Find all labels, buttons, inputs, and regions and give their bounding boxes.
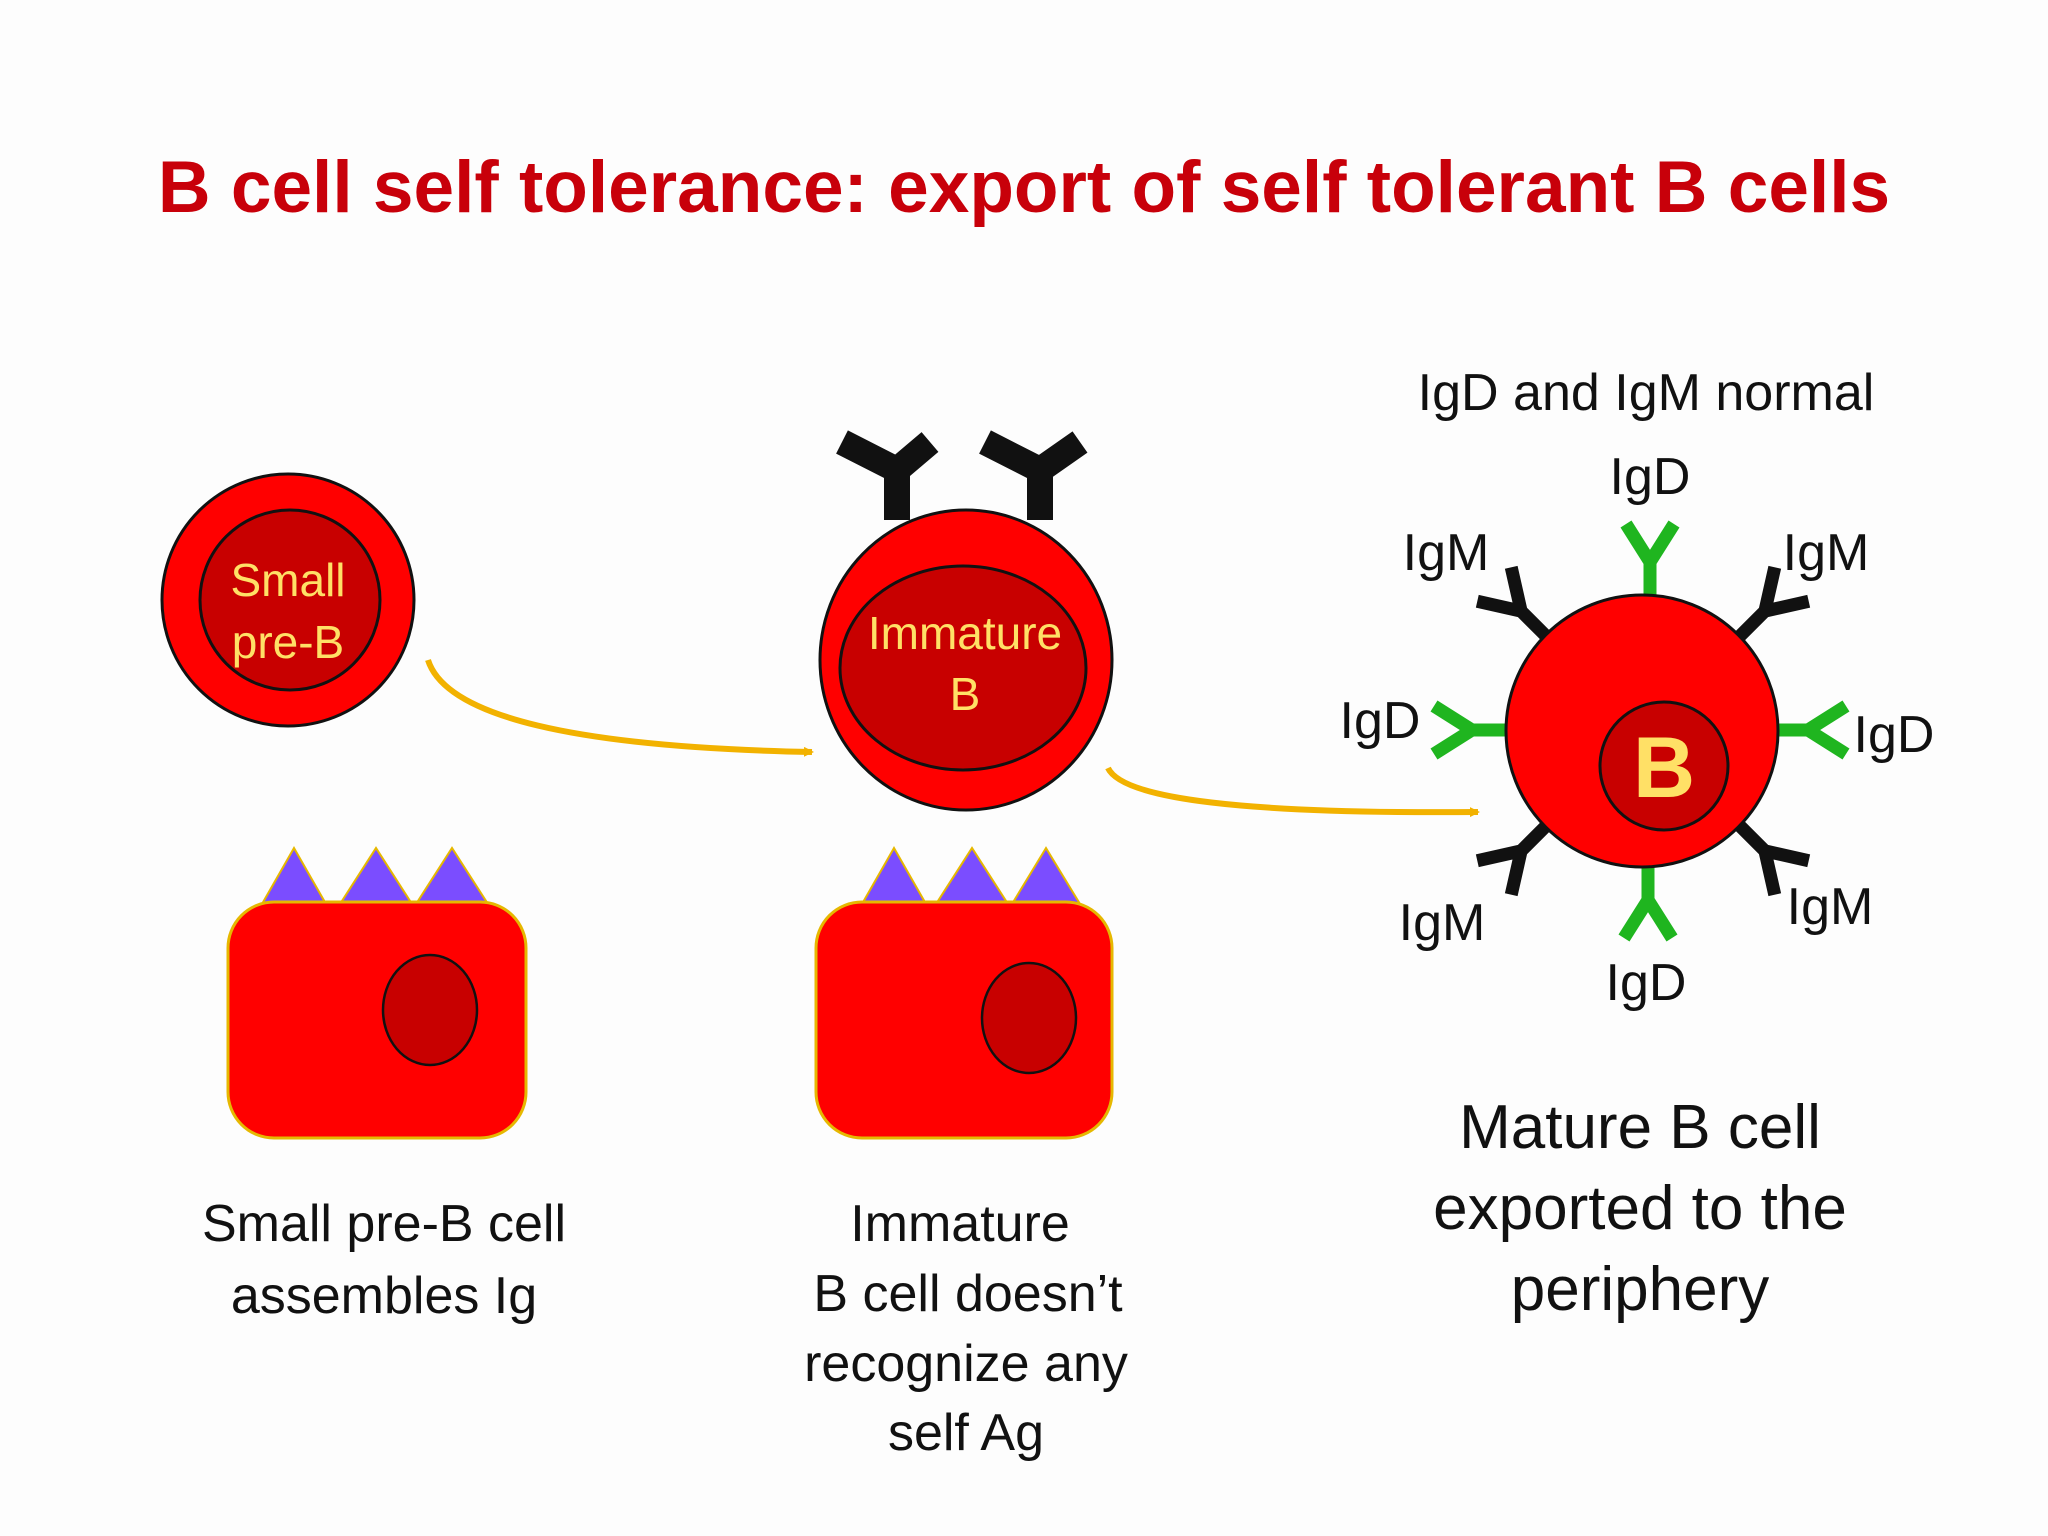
- self-antigen-cell-2: [814, 845, 1114, 1140]
- arrow-to-mature-icon: [1105, 766, 1480, 818]
- mature-b-nucleus: [1598, 700, 1730, 832]
- igm-receptor-bottom-right-icon: [1733, 819, 1811, 897]
- small-pre-b-label-line2: pre-B: [232, 616, 344, 668]
- stage2-caption-line3: recognize any: [804, 1335, 1128, 1393]
- immature-b-label-line2: B: [950, 668, 981, 720]
- stage1-caption-line2: assembles Ig: [231, 1267, 537, 1325]
- label-igm-bottom-right: IgM: [1787, 878, 1874, 936]
- stage3-header: IgD and IgM normal: [1418, 364, 1875, 422]
- stage2-caption-line1: Immature: [850, 1195, 1070, 1253]
- stromal-nucleus: [381, 953, 479, 1067]
- igd-receptor-left-icon: [1430, 700, 1510, 760]
- antigen-triangle-icon: [260, 845, 328, 905]
- antigen-triangle-icon: [414, 846, 490, 905]
- igm-receptor-top-right-icon: [1733, 565, 1811, 643]
- igm-receptor-bottom-left-icon: [1475, 819, 1553, 897]
- self-antigen-cell-1: [226, 845, 528, 1140]
- igd-receptor-right-icon: [1770, 700, 1850, 760]
- igm-receptor-top-left-icon: [1475, 565, 1553, 643]
- igd-receptor-bottom-icon: [1618, 862, 1678, 942]
- label-igd-left: IgD: [1340, 692, 1421, 750]
- igd-receptor-top-icon: [1620, 520, 1680, 600]
- antigen-triangle-icon: [860, 845, 928, 905]
- stage2-caption-line2: B cell doesn’t: [813, 1265, 1123, 1323]
- arrow-to-immature-icon: [425, 659, 814, 757]
- antigen-triangle-icon: [1010, 846, 1082, 905]
- label-igd-right: IgD: [1854, 706, 1935, 764]
- stage1-caption-line1: Small pre-B cell: [202, 1195, 566, 1253]
- label-igd-top: IgD: [1610, 448, 1691, 506]
- label-igm-bottom-left: IgM: [1399, 894, 1486, 952]
- label-igm-top-left: IgM: [1403, 524, 1490, 582]
- mature-b-cell: B: [1430, 520, 1850, 942]
- mature-b-nucleus-label: B: [1633, 720, 1695, 816]
- label-igm-top-right: IgM: [1783, 524, 1870, 582]
- antigen-triangle-icon: [934, 846, 1010, 905]
- page-title: B cell self tolerance: export of self to…: [158, 147, 1890, 228]
- immature-b-cell: Immature B: [818, 430, 1114, 812]
- stage2-caption-line4: self Ag: [888, 1404, 1044, 1462]
- stage3-caption-line3: periphery: [1511, 1255, 1769, 1324]
- small-pre-b-label-line1: Small: [230, 554, 345, 606]
- stromal-nucleus: [980, 961, 1078, 1075]
- stage3-caption-line1: Mature B cell: [1459, 1093, 1821, 1162]
- immature-b-nucleus: [838, 564, 1088, 772]
- small-pre-b-cell: Small pre-B: [160, 472, 416, 728]
- igm-receptor-icon: [836, 430, 939, 520]
- small-pre-b-nucleus: [198, 508, 382, 692]
- label-igd-bottom: IgD: [1606, 954, 1687, 1012]
- stage3-caption-line2: exported to the: [1433, 1174, 1847, 1243]
- antigen-triangle-icon: [338, 846, 414, 905]
- igm-receptor-icon: [979, 430, 1088, 520]
- immature-b-label-line1: Immature: [868, 607, 1062, 659]
